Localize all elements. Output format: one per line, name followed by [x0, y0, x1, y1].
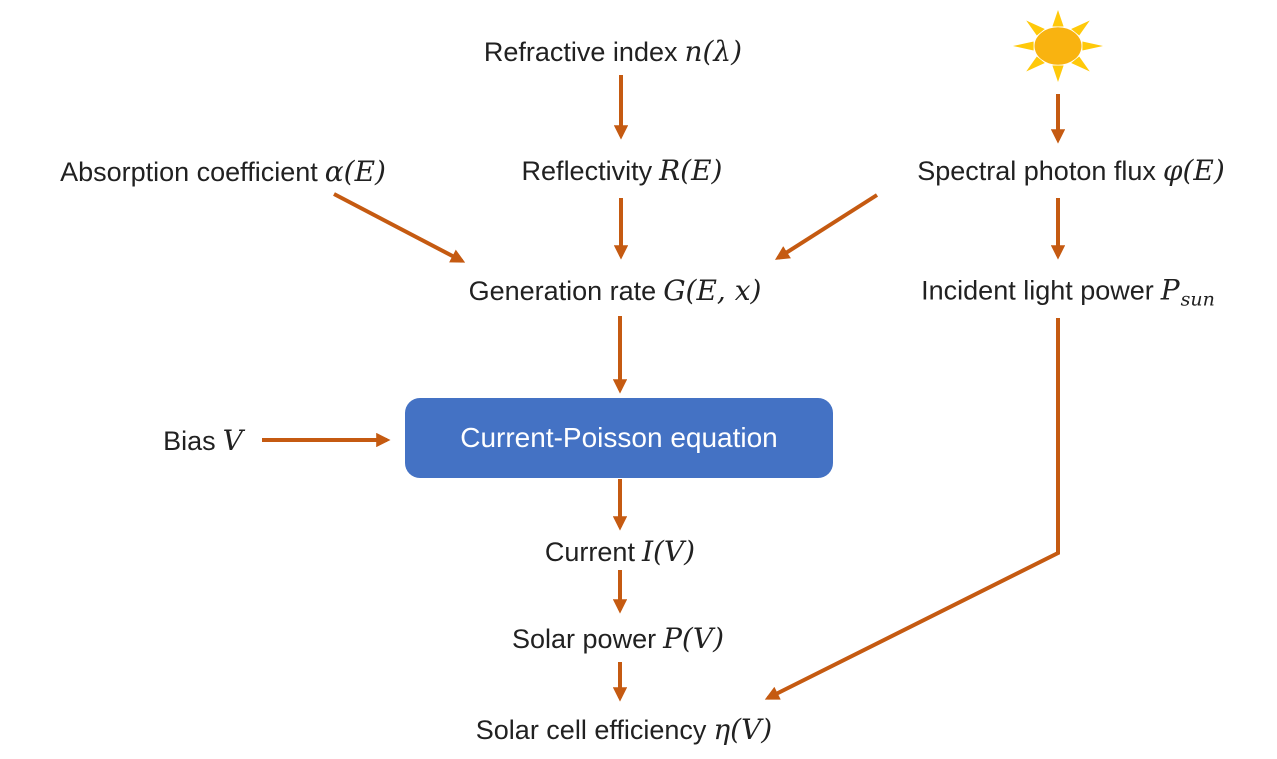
node-incident-light-power-subscript: sun: [1180, 288, 1215, 311]
node-current-math: I(V): [641, 534, 696, 568]
node-refractive-index-math: n(λ): [684, 34, 743, 68]
node-solar-power-math: P(V): [663, 621, 724, 655]
node-bias-text: Bias: [163, 425, 216, 456]
arrow-spectral-flux-to-generation: [774, 193, 879, 260]
sun-icon: [1013, 9, 1103, 82]
node-absorption-coefficient-math: α(E): [324, 154, 386, 188]
arrow-incident-power-to-efficiency: [764, 318, 1060, 700]
node-solar-cell-efficiency-math: η(V): [713, 712, 773, 746]
node-spectral-photon-flux-math: φ(E): [1162, 153, 1225, 187]
arrow-absorption-to-generation: [333, 192, 466, 263]
current-poisson-equation-box: Current-Poisson equation: [405, 398, 833, 478]
node-spectral-photon-flux-text: Spectral photon flux: [917, 155, 1156, 186]
node-current-text: Current: [544, 536, 635, 567]
node-absorption-coefficient-text: Absorption coefficient: [60, 156, 318, 187]
node-generation-rate-text: Generation rate: [468, 275, 657, 306]
node-refractive-index-text: Refractive index: [483, 36, 678, 67]
node-generation-rate-math: G(E, x): [663, 273, 762, 307]
node-solar-cell-efficiency-text: Solar cell efficiency: [475, 714, 707, 745]
node-bias-math: V: [222, 423, 243, 457]
node-solar-power-text: Solar power: [512, 623, 657, 654]
node-reflectivity-math: R(E): [659, 153, 723, 187]
node-incident-light-power-math: P: [1160, 273, 1180, 307]
current-poisson-equation-label: Current-Poisson equation: [460, 422, 778, 453]
node-reflectivity-text: Reflectivity: [521, 155, 653, 186]
node-incident-light-power-text: Incident light power: [921, 275, 1154, 306]
